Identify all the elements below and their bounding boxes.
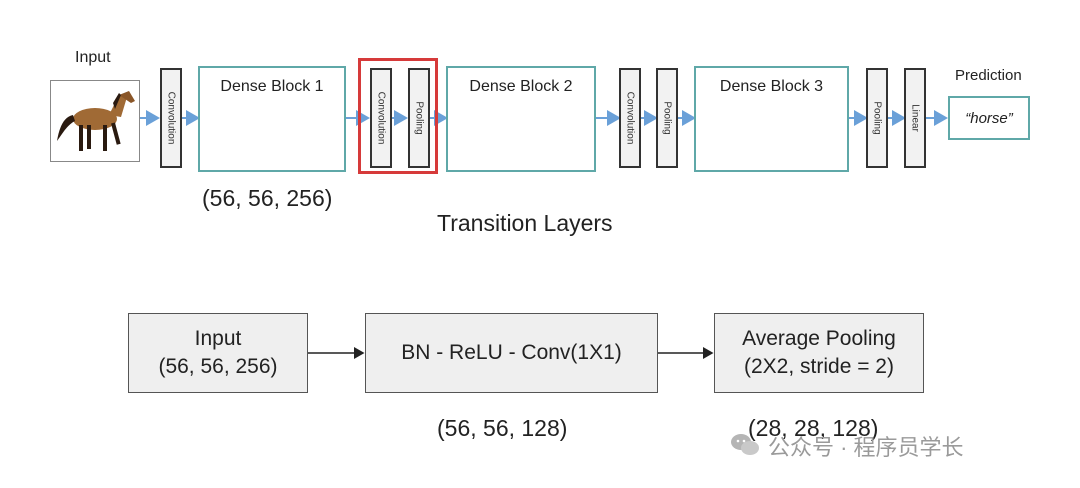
transition-convolution-layer: Convolution — [370, 68, 392, 168]
convolution-layer-2: Convolution — [619, 68, 641, 168]
watermark-text: 公众号 · 程序员学长 — [768, 435, 964, 460]
average-pooling-params: (2X2, stride = 2) — [744, 355, 894, 378]
input-label: Input — [75, 49, 111, 66]
convolution-layer-1: Convolution — [160, 68, 182, 168]
transition-layers-title: Transition Layers — [437, 210, 613, 236]
bn-relu-conv-box: BN - ReLU - Conv(1X1) — [365, 313, 658, 393]
input-box-title: Input — [194, 326, 242, 350]
dense-block-2-title: Dense Block 2 — [469, 78, 573, 95]
bn-output-shape: (56, 56, 128) — [437, 415, 568, 441]
bn-relu-conv-label: BN - ReLU - Conv(1X1) — [401, 340, 622, 364]
wechat-icon — [730, 432, 760, 458]
average-pooling-box: Average Pooling (2X2, stride = 2) — [714, 313, 924, 393]
dense-block-1: Dense Block 1 — [198, 66, 346, 172]
horse-image — [50, 80, 140, 162]
prediction-value: “horse” — [965, 109, 1013, 127]
prediction-box: “horse” — [948, 96, 1030, 140]
pooling-layer-2: Pooling — [656, 68, 678, 168]
transition-highlight — [358, 58, 438, 174]
linear-layer: Linear — [904, 68, 926, 168]
transition-pooling-layer: Pooling — [408, 68, 430, 168]
dense-block-3: Dense Block 3 — [694, 66, 849, 172]
dense-block-2: Dense Block 2 — [446, 66, 596, 172]
average-pooling-title: Average Pooling — [742, 326, 896, 350]
dense-block-3-title: Dense Block 3 — [719, 78, 824, 95]
input-box: Input (56, 56, 256) — [128, 313, 308, 393]
pooling-layer-3: Pooling — [866, 68, 888, 168]
dense-block-1-title: Dense Block 1 — [220, 78, 324, 95]
input-box-shape: (56, 56, 256) — [158, 355, 278, 378]
pool-output-shape: (28, 28, 128) — [748, 415, 879, 441]
prediction-label: Prediction — [955, 67, 1022, 84]
dense-block-1-output-shape: (56, 56, 256) — [202, 185, 333, 211]
